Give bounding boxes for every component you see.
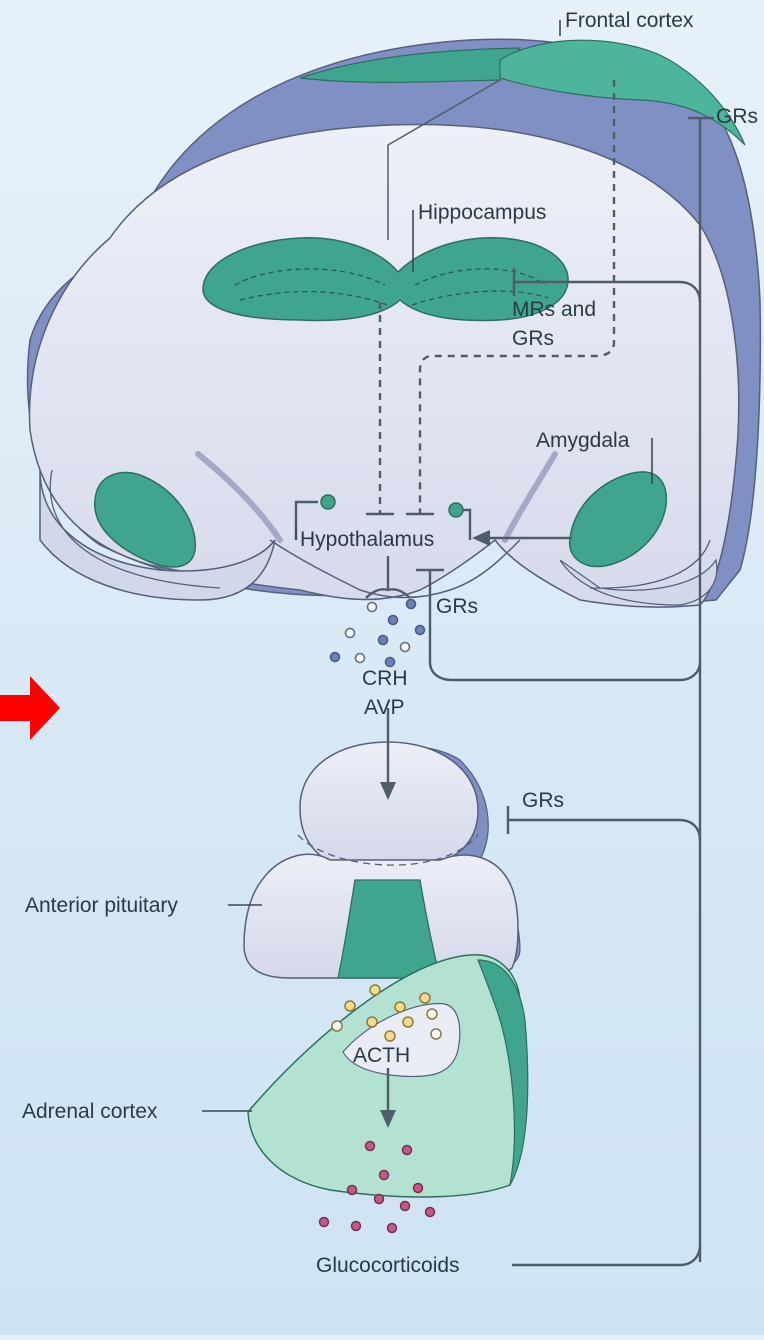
crh-dot (379, 636, 388, 645)
grs-pituitary-label: GRs (522, 789, 564, 812)
adrenal-outer (248, 955, 523, 1197)
crh-dot (356, 654, 365, 663)
acth-dot (431, 1029, 441, 1039)
frontal-cortex-label: Frontal cortex (565, 9, 694, 32)
mrs-and-label: MRs and (512, 298, 596, 321)
glucocorticoid-dot (352, 1222, 361, 1231)
anterior-pituitary-label: Anterior pituitary (25, 894, 178, 917)
glucocorticoid-dot (388, 1224, 397, 1233)
crh-dot (386, 658, 395, 667)
acth-dot (403, 1017, 413, 1027)
acth-dot (385, 1031, 395, 1041)
glucocorticoid-dot (366, 1142, 375, 1151)
glucocorticoids-label: Glucocorticoids (316, 1254, 460, 1277)
hippocampus-label: Hippocampus (418, 201, 546, 224)
glucocorticoid-dot (320, 1218, 329, 1227)
glucocorticoid-dot (375, 1195, 384, 1204)
crh-dot (407, 600, 416, 609)
acth-dot (395, 1002, 405, 1012)
glucocorticoid-dot (380, 1171, 389, 1180)
acth-dot (367, 1017, 377, 1027)
pituitary-feedback (508, 820, 700, 840)
hypothalamus-receptor-left (321, 495, 335, 509)
avp-label: AVP (364, 696, 404, 719)
glucocorticoid-dot (426, 1208, 435, 1217)
glucocorticoid-dot (401, 1202, 410, 1211)
grs-cortex-label: GRs (716, 105, 758, 128)
crh-dot (346, 629, 355, 638)
acth-label: ACTH (353, 1044, 410, 1067)
grs-hypothalamus-label: GRs (436, 595, 478, 618)
acth-dot (427, 1009, 437, 1019)
acth-dot (420, 993, 430, 1003)
crh-dot (416, 626, 425, 635)
glucocorticoid-dot (414, 1184, 423, 1193)
crh-dot (368, 603, 377, 612)
crh-label: CRH (362, 667, 408, 690)
amygdala-label: Amygdala (536, 429, 630, 452)
glucocorticoid-dot (403, 1146, 412, 1155)
hypothalamus-receptor-right (449, 503, 463, 517)
grs-hippocampus-label: GRs (512, 327, 554, 350)
crh-avp-molecules (331, 600, 425, 667)
glucocorticoid-dot (348, 1186, 357, 1195)
crh-dot (401, 643, 410, 652)
pituitary (244, 742, 520, 979)
glucocorticoids-return (512, 1245, 700, 1265)
crh-dot (331, 653, 340, 662)
crh-dot (389, 616, 398, 625)
hypothalamus-label: Hypothalamus (300, 528, 434, 551)
red-pointer-arrow (0, 676, 60, 740)
acth-dot (345, 1001, 355, 1011)
acth-dot (370, 985, 380, 995)
brain (28, 39, 761, 607)
adrenal-cortex-label: Adrenal cortex (22, 1100, 158, 1123)
acth-dot (332, 1021, 342, 1031)
